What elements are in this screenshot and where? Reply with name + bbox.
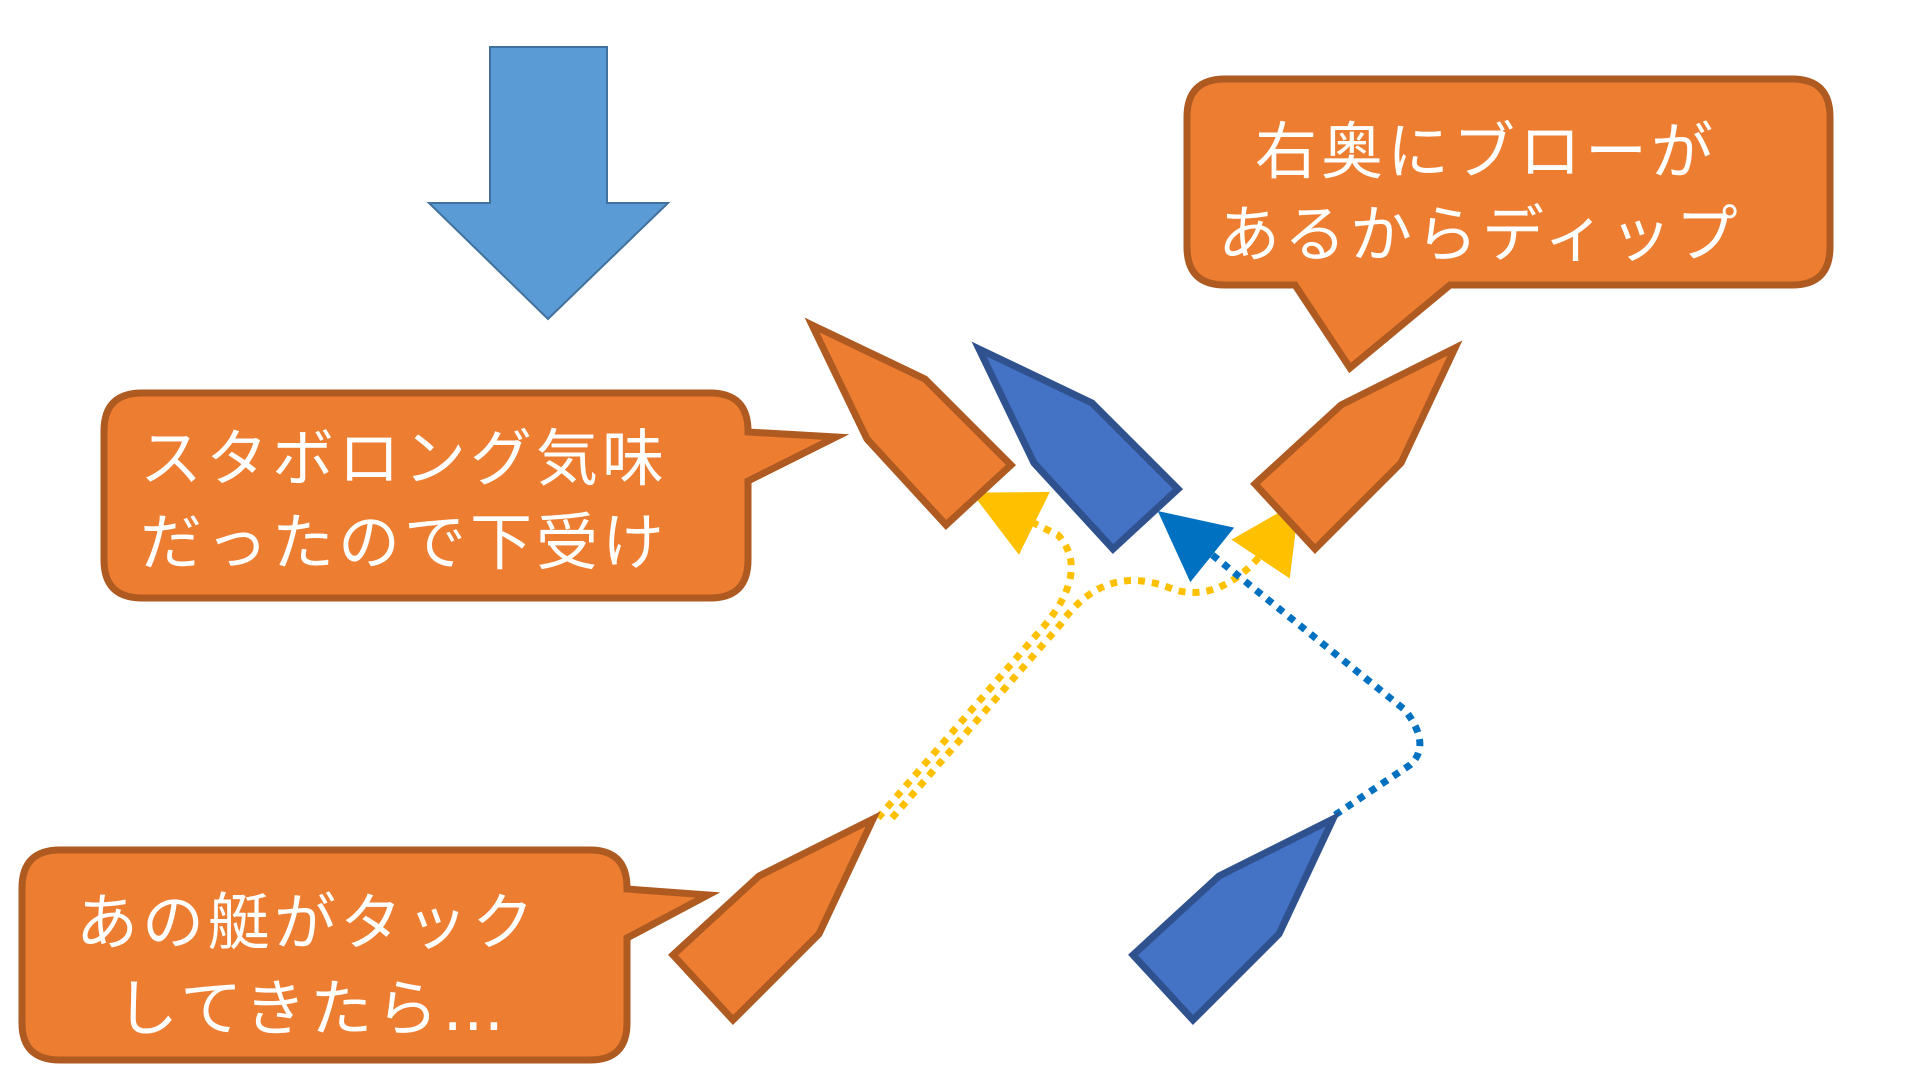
callout-middle-left-line1: スタボロング気味 bbox=[140, 422, 668, 495]
blue-path bbox=[1157, 511, 1424, 818]
orange-boat-left-top bbox=[804, 317, 1017, 530]
callout-top-right-line2: あるからディップ bbox=[1218, 198, 1742, 271]
yellow-path-2 bbox=[889, 500, 1300, 821]
blue-boat-top bbox=[971, 341, 1184, 554]
callout-middle-left-line2: だったので下受け bbox=[140, 506, 668, 579]
yellow-path-1 bbox=[875, 492, 1075, 821]
callout-bottom-left-line2: してきたら… bbox=[116, 972, 508, 1045]
wind-arrow-down-icon bbox=[426, 46, 671, 321]
boats bbox=[668, 317, 1463, 1026]
callout-middle-left: スタボロング気味 だったので下受け bbox=[100, 389, 850, 602]
callout-top-right: 右奥にブローが あるからディップ bbox=[1183, 75, 1834, 374]
callout-bottom-left: あの艇がタック してきたら… bbox=[18, 846, 721, 1064]
orange-boat-right-top bbox=[1250, 340, 1463, 555]
blue-boat-bottom bbox=[1128, 811, 1341, 1026]
callout-bottom-left-line1: あの艇がタック bbox=[76, 886, 538, 959]
callout-top-right-line1: 右奥にブローが bbox=[1255, 115, 1717, 188]
orange-boat-bottom-left bbox=[668, 811, 881, 1026]
course-paths bbox=[875, 492, 1424, 821]
